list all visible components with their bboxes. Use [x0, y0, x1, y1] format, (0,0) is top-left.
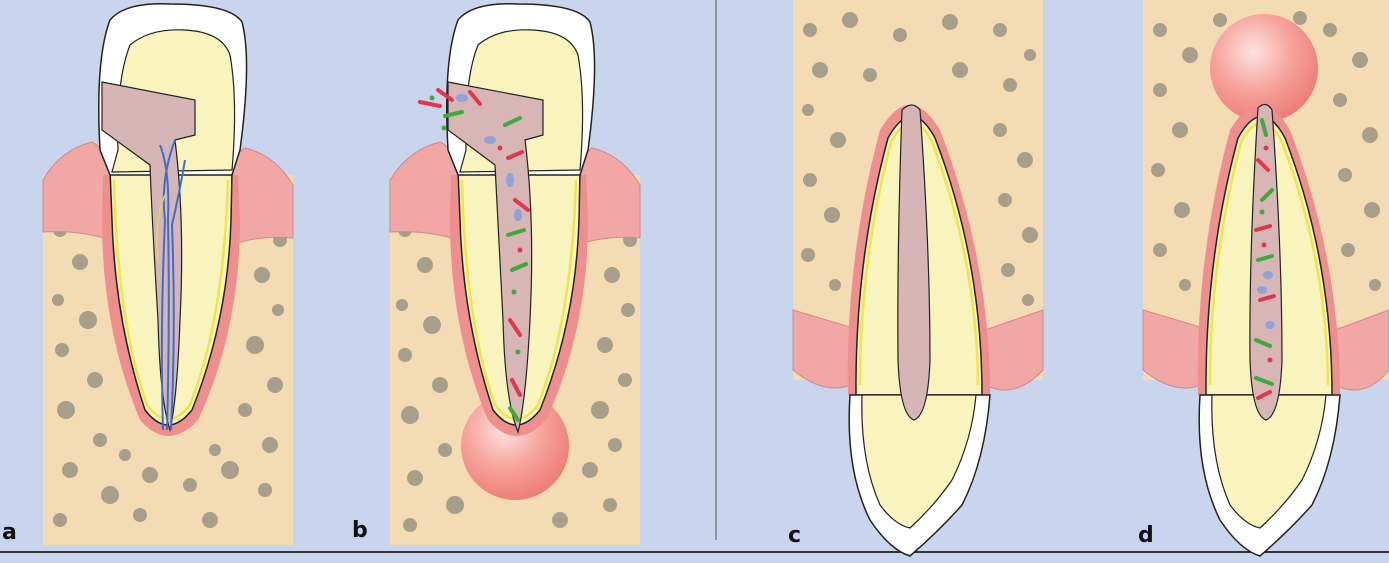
- dentin-crown: [861, 394, 977, 529]
- panel-label-d: d: [1138, 523, 1154, 548]
- pulp-healthy: [897, 104, 931, 421]
- nerve-fibers: [159, 139, 186, 431]
- panel-c: [792, 0, 1044, 557]
- panel-d: [1142, 0, 1389, 557]
- panel-label-a: a: [2, 520, 17, 545]
- bacteria: [1254, 118, 1276, 400]
- panel-label-b: b: [352, 518, 368, 543]
- marrow-spaces: [52, 223, 287, 528]
- bacteria: [418, 88, 530, 422]
- gingiva: [389, 141, 459, 241]
- gingiva: [42, 141, 111, 241]
- panel-b: [389, 3, 641, 545]
- panel-a: [42, 3, 294, 545]
- periapical-lesion: [1210, 14, 1318, 122]
- nerve-fibers: [156, 194, 166, 261]
- dentin-crown: [1211, 394, 1327, 529]
- marrow-spaces: [396, 223, 637, 532]
- panel-label-c: c: [788, 523, 802, 548]
- marrow-spaces: [801, 12, 1038, 306]
- pulp-infected: [447, 81, 544, 434]
- marrow-spaces: [1151, 11, 1381, 291]
